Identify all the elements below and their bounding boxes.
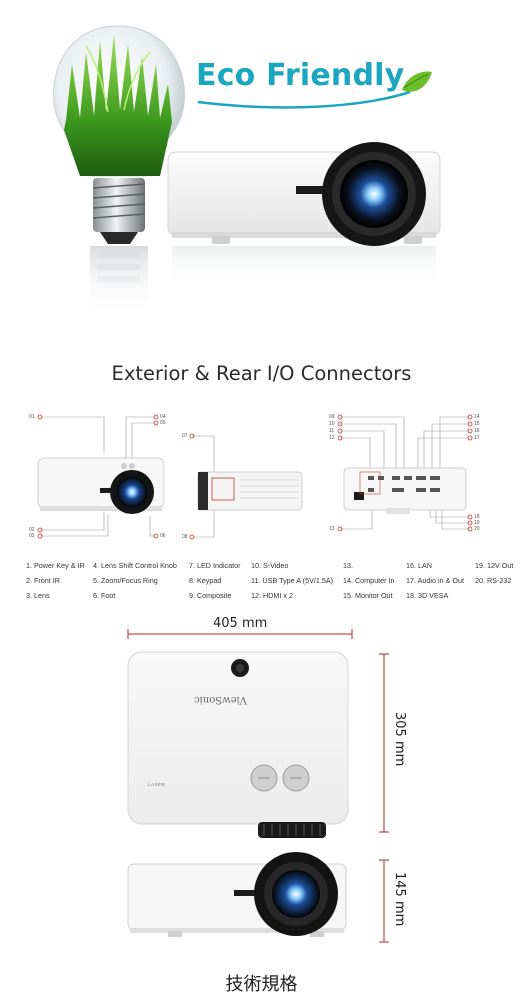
legend-item: 1. Power Key & IR [26, 561, 85, 570]
legend-item: 12. HDMI x 2 [251, 591, 293, 600]
callout-19: 19 [474, 520, 480, 526]
legend-item: 18. 3D VESA [406, 591, 449, 600]
callout-20: 20 [474, 526, 480, 532]
width-dimension-label: 405 mm [213, 616, 268, 631]
callout-10: 10 [329, 421, 335, 427]
hero-banner [0, 0, 523, 330]
legend-item: 3. Lens [26, 591, 50, 600]
callout-03: 03 [29, 533, 35, 539]
callout-09: 09 [329, 414, 335, 420]
legend-item: 5. Zoom/Focus Ring [93, 576, 158, 585]
callout-08: 08 [182, 534, 188, 540]
legend-item: 17. Audio in & Out [406, 576, 464, 585]
connector-legend: 1. Power Key & IR 2. Front IR 3. Lens 4.… [0, 561, 523, 603]
legend-item: 19. 12V Out [475, 561, 514, 570]
spec-section-title: 技術規格 [225, 974, 298, 995]
callout-12: 12 [329, 435, 335, 441]
brand-logo: ViewSonic [194, 694, 247, 705]
callout-11: 11 [329, 428, 335, 434]
callout-13: 13 [329, 526, 335, 532]
callout-16: 16 [474, 428, 480, 434]
callout-17: 17 [474, 435, 480, 441]
callout-07: 07 [182, 433, 188, 439]
model-label: LASER [148, 782, 166, 787]
callout-04: 04 [160, 414, 166, 420]
height-dimension-label: 145 mm [392, 872, 407, 927]
legend-item: 11. USB Type A (5V/1.5A) [251, 576, 334, 585]
legend-item: 20. RS-232 [475, 576, 512, 585]
connectors-section-title: Exterior & Rear I/O Connectors [111, 362, 412, 385]
legend-item: 14. Computer In [343, 576, 395, 585]
callout-15: 15 [474, 421, 480, 427]
legend-item: 16. LAN [406, 561, 432, 570]
eco-friendly-title: Eco Friendly [196, 58, 405, 93]
callout-02: 02 [29, 527, 35, 533]
callout-06: 06 [160, 533, 166, 539]
callout-05: 05 [160, 420, 166, 426]
connector-diagram-svg [37, 414, 473, 540]
connector-diagram: 01 04 05 02 03 06 07 08 09 10 11 12 13 1… [0, 404, 523, 554]
legend-item: 9. Composite [189, 591, 232, 600]
legend-item: 7. LED Indicator [189, 561, 241, 570]
legend-item: 8. Keypad [189, 576, 222, 585]
legend-item: 15. Monitor Out [343, 591, 393, 600]
legend-item: 2. Front IR [26, 576, 60, 585]
legend-item: 10. S-Video [251, 561, 289, 570]
callout-01: 01 [29, 414, 35, 420]
callout-18: 18 [474, 514, 480, 520]
hero-illustration [52, 25, 441, 316]
legend-item: 6. Foot [93, 591, 116, 600]
legend-item: 4. Lens Shift Control Knob [93, 561, 177, 570]
callout-14: 14 [474, 414, 480, 420]
dimensions-diagram: ViewSonic LASER 405 mm 305 mm 145 mm [0, 612, 523, 952]
depth-dimension-label: 305 mm [392, 712, 407, 767]
legend-item: 13. [343, 561, 353, 570]
dimensions-svg [127, 629, 389, 943]
